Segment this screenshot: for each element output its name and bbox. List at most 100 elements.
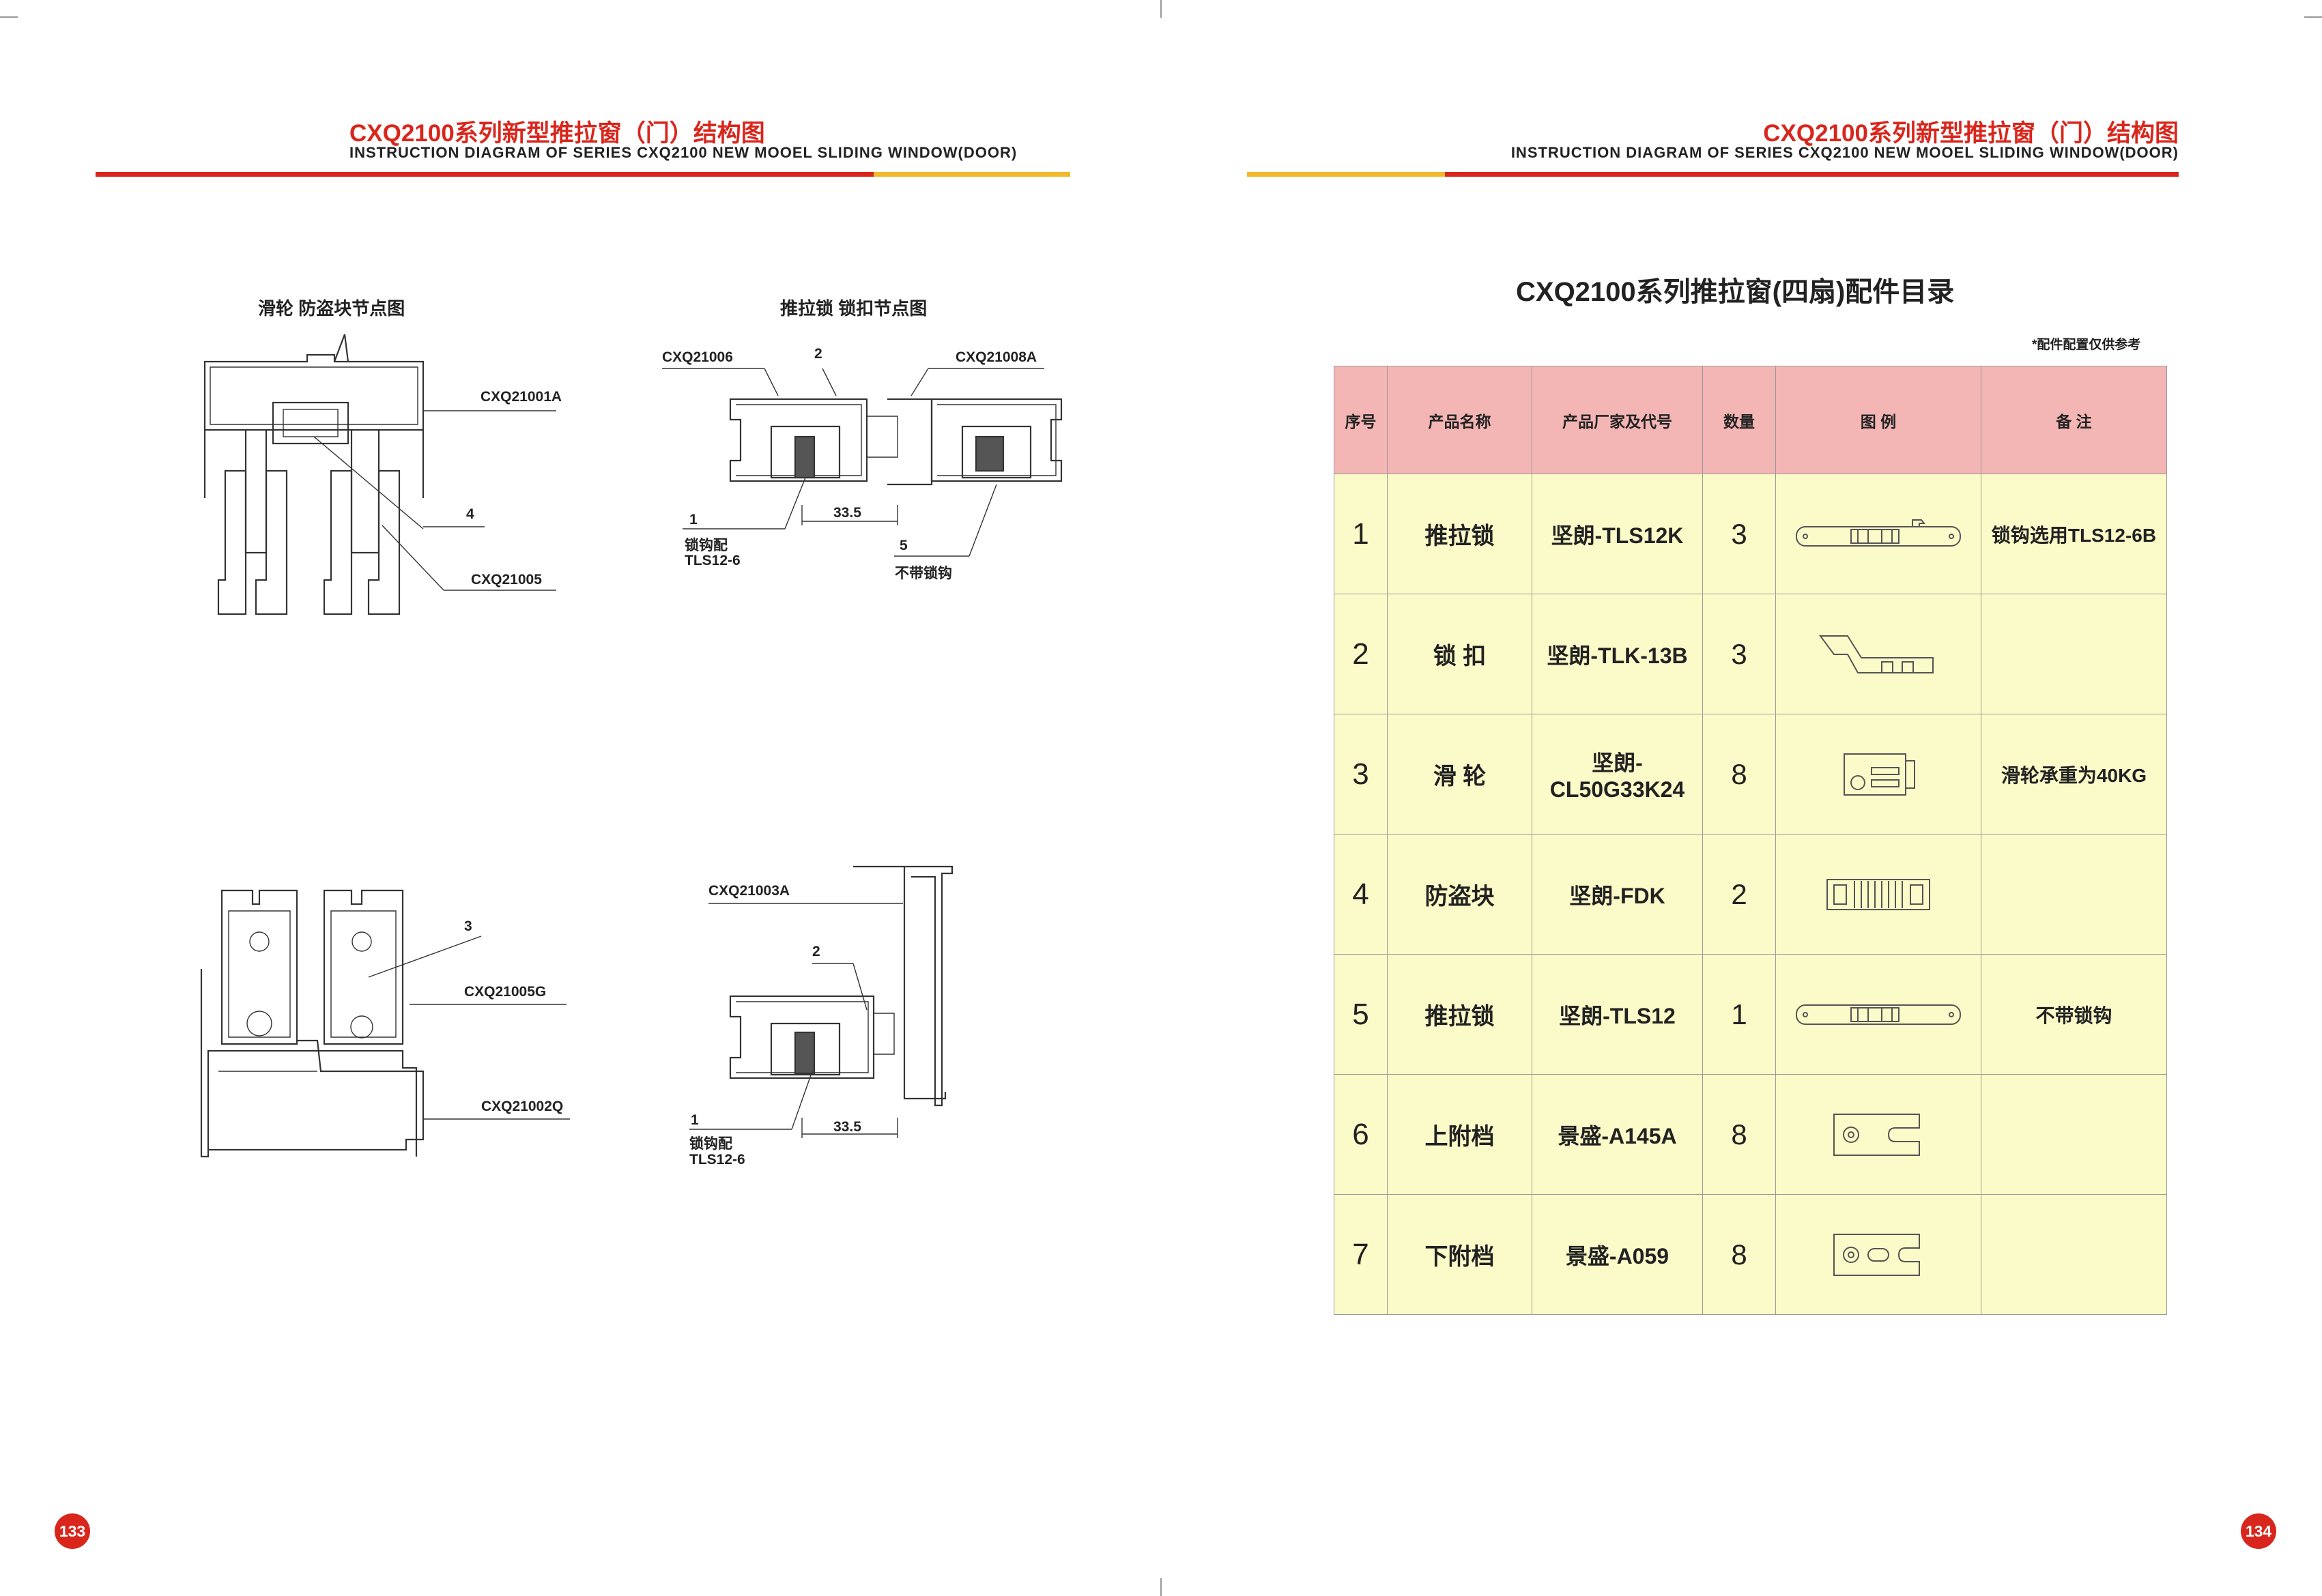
upper-stop-icon <box>1833 1113 1920 1156</box>
remark <box>1981 1194 2167 1315</box>
dimension-line <box>801 505 898 525</box>
right-page: CXQ2100系列新型推拉窗（门）结构图 INSTRUCTION DIAGRAM… <box>1161 0 2322 1596</box>
leader-line <box>368 935 482 978</box>
dimension-label: 33.5 <box>833 505 861 521</box>
row-number: 3 <box>1334 714 1388 835</box>
product-code: 景盛-A059 <box>1532 1194 1703 1315</box>
leader-line <box>423 410 556 411</box>
lock-catch-icon <box>1819 635 1934 673</box>
row-number: 4 <box>1334 834 1388 955</box>
part-label: CXQ21008A <box>956 349 1037 365</box>
product-name: 防盗块 <box>1387 834 1532 955</box>
remark <box>1981 594 2167 714</box>
catalog-note: *配件配置仅供参考 <box>2032 338 2141 352</box>
part-label: 4 <box>466 506 474 522</box>
part-label: CXQ21005G <box>464 984 547 1000</box>
quantity: 2 <box>1702 834 1776 955</box>
leader-line <box>410 1004 567 1005</box>
column-header: 数量 <box>1702 366 1776 474</box>
part-label: CXQ21005 <box>471 572 542 587</box>
leader-line <box>683 477 806 529</box>
product-code: 坚朗-CL50G33K24 <box>1532 714 1703 835</box>
part-label: 2 <box>814 346 822 362</box>
part-label: 1 <box>691 1112 699 1128</box>
product-code: 坚朗-FDK <box>1532 834 1703 955</box>
diagram-title: 滑轮 防盗块节点图 <box>258 298 405 319</box>
catalog-title: CXQ2100系列推拉窗(四扇)配件目录 <box>1516 277 1955 307</box>
part-label: 不带锁钩 <box>895 566 952 581</box>
page-title: CXQ2100系列新型推拉窗（门）结构图 <box>1763 120 2179 147</box>
part-label: 锁钩配 <box>685 538 728 553</box>
part-label: 1 <box>689 512 698 527</box>
table-row: 4 防盗块 坚朗-FDK 2 <box>1334 834 2167 955</box>
row-number: 2 <box>1334 594 1388 714</box>
leader-line <box>689 1071 813 1130</box>
column-header: 备 注 <box>1981 366 2167 474</box>
remark: 滑轮承重为40KG <box>1981 714 2167 835</box>
lower-stop-icon <box>1833 1233 1920 1276</box>
header-rule-yellow <box>874 172 1070 177</box>
crop-mark <box>1160 1578 1162 1596</box>
part-label: CXQ21003A <box>708 883 790 899</box>
quantity: 8 <box>1702 714 1776 835</box>
row-number: 6 <box>1334 1074 1388 1195</box>
row-number: 1 <box>1334 474 1388 594</box>
leader-line <box>812 963 868 1011</box>
part-label: TLS12-6 <box>689 1152 745 1167</box>
fixed-frame-drawing <box>729 865 954 1107</box>
lock-node-drawing <box>729 398 1063 486</box>
leader-line <box>382 525 556 591</box>
leader-line <box>662 368 1044 396</box>
frame-node-drawing <box>200 889 425 1158</box>
part-label: 5 <box>900 538 908 553</box>
product-name: 下附档 <box>1387 1194 1532 1315</box>
table-row: 7 下附档 景盛-A059 8 <box>1334 1194 2167 1315</box>
part-label: CXQ21001A <box>481 389 562 405</box>
leader-line <box>423 526 485 527</box>
quantity: 1 <box>1702 954 1776 1075</box>
remark <box>1981 834 2167 955</box>
leader-line <box>708 903 903 904</box>
row-number: 5 <box>1334 954 1388 1075</box>
table-header-row: 序号 产品名称 产品厂家及代号 数量 图 例 备 注 <box>1334 366 2167 474</box>
page-title: CXQ2100系列新型推拉窗（门）结构图 <box>349 120 765 147</box>
page-subtitle: INSTRUCTION DIAGRAM OF SERIES CXQ2100 NE… <box>1510 144 2179 161</box>
quantity: 8 <box>1702 1074 1776 1195</box>
table-row: 5 推拉锁 坚朗-TLS12 1 不带锁钩 <box>1334 954 2167 1075</box>
part-label: CXQ21002Q <box>481 1099 564 1114</box>
product-code: 景盛-A145A <box>1532 1074 1703 1195</box>
product-name: 推拉锁 <box>1387 474 1532 594</box>
page-number: 133 <box>55 1513 90 1549</box>
product-name: 上附档 <box>1387 1074 1532 1195</box>
diagram-title: 推拉锁 锁扣节点图 <box>780 298 928 319</box>
remark: 不带锁钩 <box>1981 954 2167 1075</box>
page-number: 134 <box>2241 1513 2276 1549</box>
crop-mark <box>1160 0 1162 18</box>
sliding-lock-icon <box>1796 519 1961 547</box>
part-label: 3 <box>464 918 472 934</box>
product-code: 坚朗-TLS12K <box>1532 474 1703 594</box>
table-row: 1 推拉锁 坚朗-TLS12K 3 锁钩选用TLS12-6B <box>1334 474 2167 594</box>
left-page: CXQ2100系列新型推拉窗（门）结构图 INSTRUCTION DIAGRAM… <box>55 120 1070 1549</box>
product-name: 滑 轮 <box>1387 714 1532 835</box>
remark <box>1981 1074 2167 1195</box>
row-number: 7 <box>1334 1194 1388 1315</box>
quantity: 8 <box>1702 1194 1776 1315</box>
part-label: CXQ21006 <box>662 349 733 365</box>
crop-mark <box>0 16 18 18</box>
table-row: 2 锁 扣 坚朗-TLK-13B 3 <box>1334 594 2167 714</box>
pulley-node-drawing <box>203 334 425 615</box>
column-header: 图 例 <box>1775 366 1981 474</box>
parts-table: 序号 产品名称 产品厂家及代号 数量 图 例 备 注 1 推拉锁 坚朗-TLS1… <box>1334 366 2167 1315</box>
remark: 锁钩选用TLS12-6B <box>1981 474 2167 594</box>
header-rule-yellow <box>1247 172 1445 177</box>
quantity: 3 <box>1702 474 1776 594</box>
dimension-label: 33.5 <box>833 1119 861 1135</box>
leader-line <box>423 1118 570 1120</box>
anti-theft-block-icon <box>1826 878 1930 910</box>
column-header: 产品厂家及代号 <box>1532 366 1703 474</box>
part-label: TLS12-6 <box>685 553 741 568</box>
part-label: 2 <box>812 944 820 959</box>
product-name: 推拉锁 <box>1387 954 1532 1075</box>
quantity: 3 <box>1702 594 1776 714</box>
